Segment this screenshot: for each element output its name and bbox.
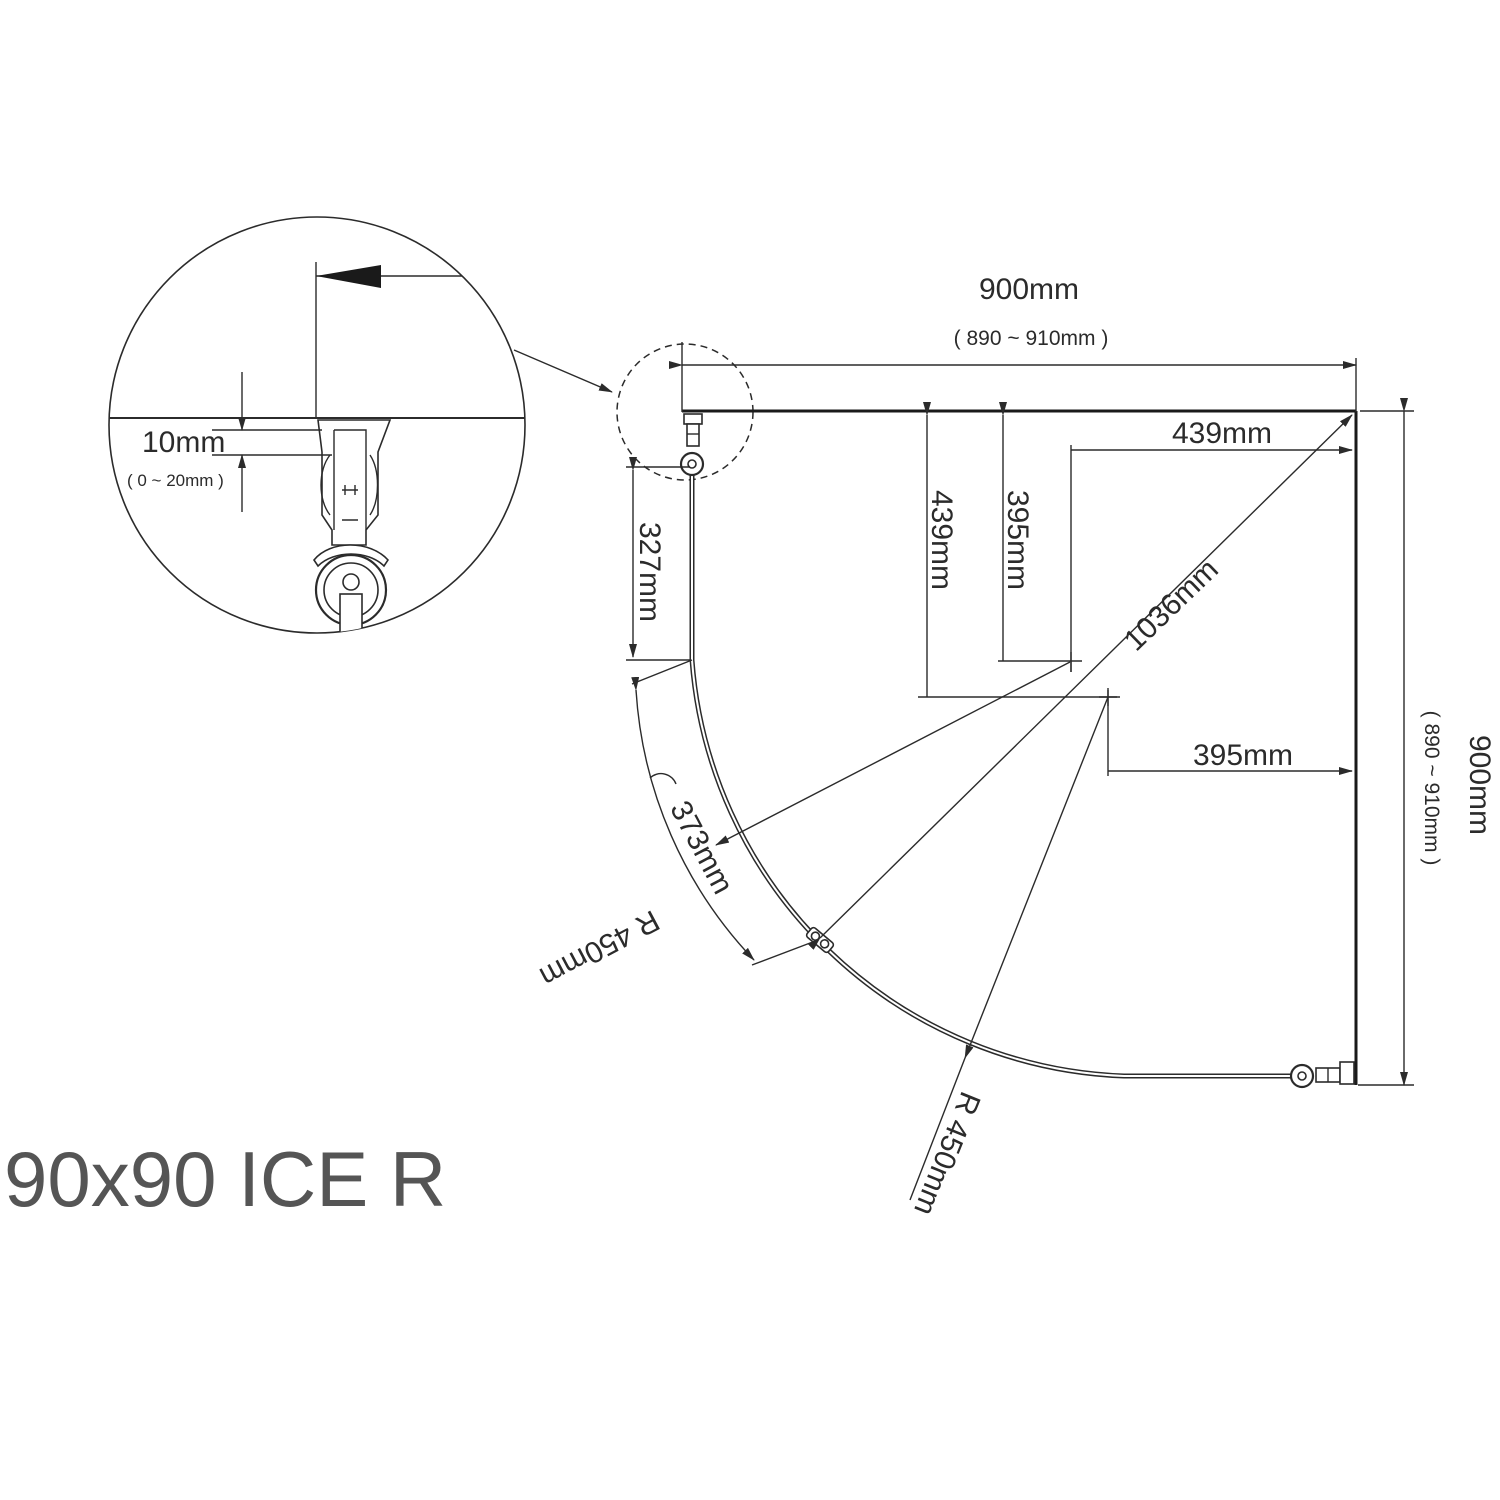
label-diagonal: 1036mm <box>1118 553 1225 658</box>
dimension-439-horizontal: 439mm <box>1070 417 1353 672</box>
label-395-horizontal: 395mm <box>1193 739 1293 772</box>
label-327: 327mm <box>633 522 666 622</box>
dimension-373-arc: 373mm <box>631 659 819 966</box>
top-width-label: 900mm <box>979 273 1079 306</box>
dimension-top-width: 900mm ( 890 ~ 910mm ) <box>669 273 1357 412</box>
top-width-range-label: ( 890 ~ 910mm ) <box>954 327 1109 350</box>
arc-symbol-icon <box>649 772 677 785</box>
center-mark-icon <box>1070 652 1117 706</box>
wall-profile-icon <box>313 419 392 633</box>
dimension-395-vertical: 395mm <box>998 402 1082 662</box>
detail-leader <box>513 349 613 393</box>
gap-range-label: ( 0 ~ 20mm ) <box>127 471 224 490</box>
wall-bracket-bottom-icon <box>1289 1061 1355 1089</box>
dimension-right-height: 900mm ( 890 ~ 910mm ) <box>1358 398 1496 1086</box>
wall-bracket-top-icon <box>679 413 705 477</box>
label-395-vertical: 395mm <box>1001 490 1034 590</box>
right-height-range-label: ( 890 ~ 910mm ) <box>1420 711 1443 866</box>
label-radius-left: R 450mm <box>534 903 664 993</box>
product-title: 90x90 ICE R <box>4 1135 446 1223</box>
gap-label: 10mm <box>142 426 225 459</box>
label-radius-bottom: R 450mm <box>907 1087 986 1220</box>
dimension-395-horizontal: 395mm <box>1107 690 1353 776</box>
dimension-radius-left: R 450mm <box>534 661 1071 993</box>
dimension-327: 327mm <box>626 457 690 661</box>
door-handle-icon <box>805 926 835 954</box>
dimension-radius-bottom: R 450mm <box>907 696 1109 1220</box>
right-height-label: 900mm <box>1463 735 1496 835</box>
detail-view: 10mm ( 0 ~ 20mm ) <box>108 216 526 634</box>
label-439-vertical: 439mm <box>925 490 958 590</box>
dimension-diagonal: 1036mm <box>807 414 1353 950</box>
label-439-horizontal: 439mm <box>1172 417 1272 450</box>
large-arrow-icon <box>316 265 381 288</box>
